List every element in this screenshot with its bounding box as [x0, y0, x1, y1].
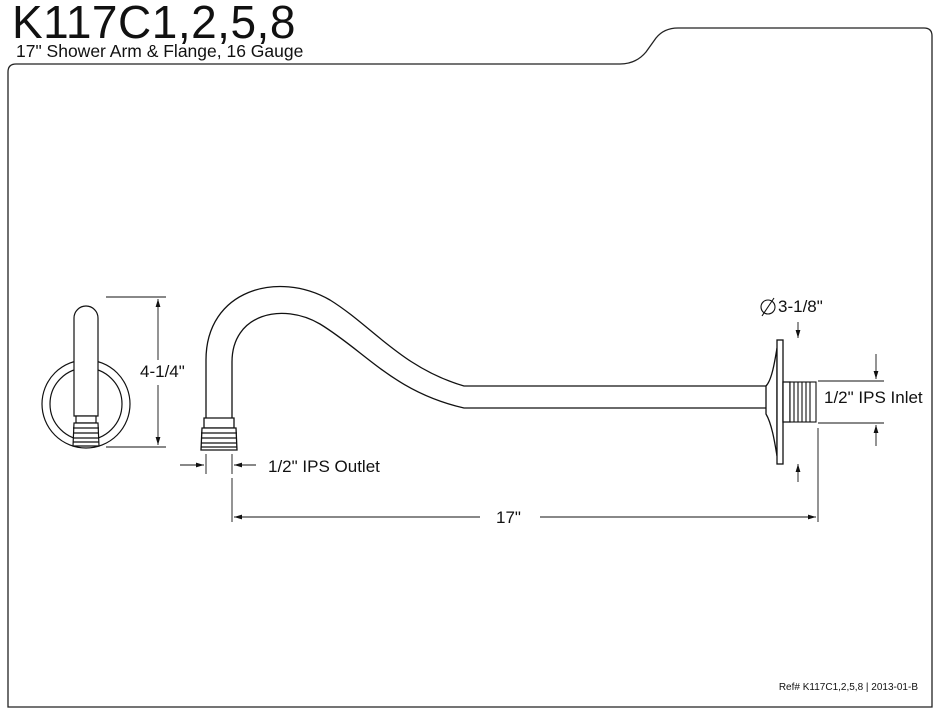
inlet-dimension	[818, 354, 884, 446]
inlet-thread	[789, 381, 817, 423]
height-label: 4-1/4"	[140, 362, 185, 381]
product-description: 17" Shower Arm & Flange, 16 Gauge	[16, 41, 304, 61]
flange-diameter-label: 3-1/8"	[778, 297, 823, 316]
side-view	[41, 305, 131, 449]
outlet-dimension	[180, 454, 256, 474]
flange	[765, 339, 791, 465]
reference-code: Ref# K117C1,2,5,8 | 2013-01-B	[778, 682, 918, 693]
length-dimension	[231, 428, 819, 522]
shower-arm	[200, 286, 766, 451]
height-dimension	[106, 296, 166, 448]
sheet-border	[7, 27, 933, 708]
flange-diameter-dimension	[760, 297, 801, 482]
length-label: 17"	[496, 508, 521, 527]
model-number: K117C1,2,5,8	[12, 0, 296, 48]
outlet-label: 1/2" IPS Outlet	[268, 457, 380, 476]
inlet-label: 1/2" IPS Inlet	[824, 388, 923, 407]
